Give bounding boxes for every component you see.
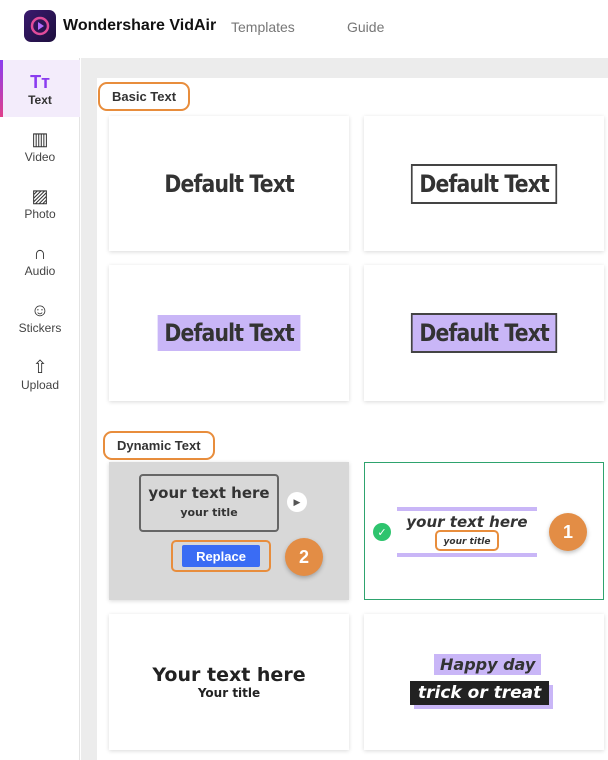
preview-line2: your title bbox=[443, 537, 491, 547]
nav-guide[interactable]: Guide bbox=[347, 19, 385, 35]
vidair-logo[interactable] bbox=[24, 10, 56, 42]
preview-line1: Happy day bbox=[434, 654, 542, 675]
preview-line1: Your text here bbox=[152, 664, 306, 686]
basic-text-card-highlight-outlined[interactable]: Default Text bbox=[364, 265, 604, 401]
preview-line1: your text here bbox=[406, 513, 528, 531]
template-preview: your text here your title bbox=[397, 514, 537, 551]
sidebar-item-stickers[interactable]: ☺Stickers bbox=[0, 288, 80, 345]
preview-line2: Your title bbox=[197, 686, 261, 700]
sidebar-item-label: Text bbox=[28, 92, 52, 107]
purple-bar bbox=[397, 553, 537, 557]
film-icon: ▥ bbox=[31, 128, 49, 149]
highlight-box bbox=[435, 530, 499, 551]
preview-line2: trick or treat bbox=[410, 681, 550, 705]
basic-text-card-outlined[interactable]: Default Text bbox=[364, 116, 604, 251]
upload-icon: ⇧ bbox=[32, 356, 48, 377]
step-badge-1: 1 bbox=[549, 513, 587, 551]
preview-line2: your title bbox=[180, 506, 238, 519]
top-header: Wondershare VidAir Templates Guide bbox=[0, 0, 608, 58]
sidebar-item-label: Stickers bbox=[18, 320, 62, 335]
sidebar-item-upload[interactable]: ⇧Upload bbox=[0, 345, 80, 402]
section-dynamic-text: Dynamic Text bbox=[103, 431, 215, 460]
smiley-icon: ☺ bbox=[30, 299, 50, 320]
check-icon: ✓ bbox=[373, 523, 391, 541]
replace-button[interactable]: Replace bbox=[182, 545, 260, 567]
dynamic-text-card-2-selected[interactable]: your text here your title ✓ 1 bbox=[364, 462, 604, 600]
brand-name: Wondershare VidAir bbox=[63, 17, 217, 34]
image-icon: ▨ bbox=[31, 185, 49, 206]
text-panel: Basic Text Default Text Default Text Def… bbox=[97, 78, 608, 760]
dynamic-text-card-3[interactable]: Your text here Your title bbox=[109, 614, 349, 750]
sidebar-item-photo[interactable]: ▨Photo bbox=[0, 174, 80, 231]
step-badge-2: 2 bbox=[285, 538, 323, 576]
sidebar-item-video[interactable]: ▥Video bbox=[0, 117, 80, 174]
sidebar-item-label: Audio bbox=[24, 263, 56, 278]
sidebar-item-label: Photo bbox=[24, 206, 56, 221]
card-text: Default Text bbox=[157, 315, 301, 351]
dynamic-text-card-1[interactable]: your text here your title ▶ Replace 2 bbox=[109, 462, 349, 600]
headphones-icon: ∩ bbox=[33, 242, 47, 263]
content-area: Basic Text Default Text Default Text Def… bbox=[81, 58, 608, 760]
text-icon: Tт bbox=[30, 71, 50, 92]
preview-line1: your text here bbox=[148, 484, 270, 502]
sidebar-item-label: Upload bbox=[20, 377, 60, 392]
dynamic-text-card-4[interactable]: Happy day trick or treat bbox=[364, 614, 604, 750]
basic-text-card-plain[interactable]: Default Text bbox=[109, 116, 349, 251]
section-basic-text: Basic Text bbox=[98, 82, 191, 111]
sidebar-item-audio[interactable]: ∩Audio bbox=[0, 231, 80, 288]
card-text: Default Text bbox=[410, 163, 558, 204]
nav-templates[interactable]: Templates bbox=[231, 19, 295, 35]
template-preview: your text here your title bbox=[139, 474, 279, 532]
highlight-box bbox=[171, 540, 271, 572]
play-icon[interactable]: ▶ bbox=[287, 492, 307, 512]
purple-bar bbox=[397, 507, 537, 511]
sidebar-item-label: Video bbox=[24, 149, 56, 164]
card-text: Default Text bbox=[164, 169, 294, 198]
basic-text-card-highlight[interactable]: Default Text bbox=[109, 265, 349, 401]
card-text: Default Text bbox=[410, 313, 558, 353]
